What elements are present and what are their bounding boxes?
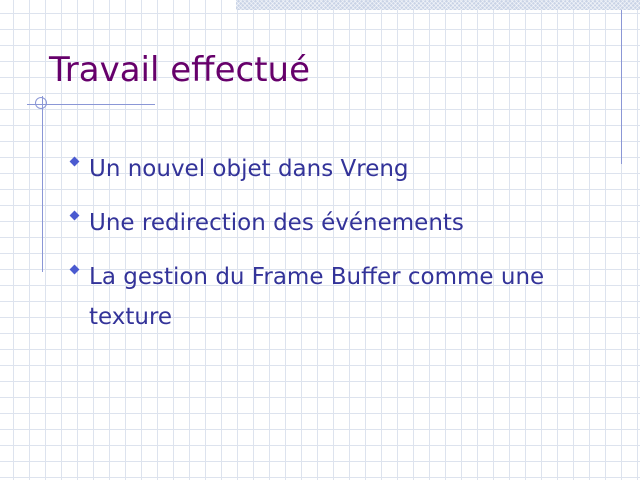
bullet-text: La gestion du Frame Buffer comme une tex…	[89, 264, 545, 330]
circle-decoration-icon	[35, 97, 47, 109]
bullet-item: Une redirection des événements	[68, 203, 613, 243]
bullet-item: La gestion du Frame Buffer comme une tex…	[68, 257, 613, 337]
bullet-text: Une redirection des événements	[89, 210, 464, 236]
title-underline-rule	[27, 104, 155, 105]
right-vertical-rule	[621, 10, 622, 164]
diamond-bullet-icon	[69, 156, 80, 167]
bullet-text: Un nouvel objet dans Vreng	[89, 156, 409, 182]
bullet-item: Un nouvel objet dans Vreng	[68, 149, 613, 189]
diamond-bullet-icon	[69, 264, 80, 275]
diamond-bullet-icon	[69, 210, 80, 221]
slide-title: Travail effectué	[49, 50, 310, 90]
top-decorative-band	[236, 0, 640, 10]
left-vertical-rule	[42, 96, 43, 272]
bullet-list: Un nouvel objet dans Vreng Une redirecti…	[68, 149, 613, 351]
